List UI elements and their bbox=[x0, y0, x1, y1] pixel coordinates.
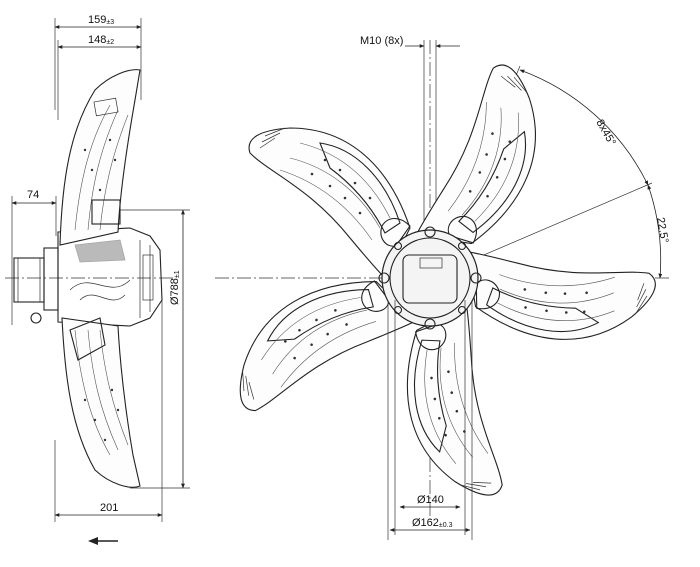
side-view: 159±3 148±2 74 Ø788±1 201 bbox=[5, 14, 190, 545]
side-rivets bbox=[83, 138, 120, 442]
dimension-140: Ø140 bbox=[394, 300, 466, 535]
side-blade-upper bbox=[59, 69, 141, 246]
angle-8x45-label: 8x45° bbox=[593, 118, 618, 148]
dimension-74: 74 bbox=[11, 189, 57, 325]
dim-162-label: Ø162±0.3 bbox=[412, 517, 453, 529]
dimension-201: 201 bbox=[54, 300, 163, 522]
blade bbox=[248, 127, 411, 279]
dimension-162: Ø162±0.3 bbox=[387, 300, 473, 540]
dimension-788: Ø788±1 bbox=[120, 209, 190, 489]
side-blade-lower bbox=[61, 317, 141, 488]
dim-201-label: 201 bbox=[100, 502, 118, 514]
dim-159-label: 159±3 bbox=[88, 14, 114, 26]
motor-shaft bbox=[13, 247, 59, 324]
angle-22-5-label: 22.5° bbox=[654, 216, 670, 244]
dim-140-label: Ø140 bbox=[417, 494, 444, 506]
dim-74-label: 74 bbox=[27, 189, 39, 201]
fan-hub bbox=[378, 226, 482, 330]
thread-callout: M10 (8x) bbox=[360, 35, 460, 230]
dimension-148: 148±2 bbox=[57, 34, 142, 120]
arrow-left-icon bbox=[88, 537, 118, 545]
fan-blades bbox=[230, 59, 666, 507]
front-view: M10 (8x) 8x45° 22.5° bbox=[215, 35, 670, 540]
motor-body bbox=[57, 227, 163, 327]
thread-label: M10 (8x) bbox=[360, 35, 403, 47]
dim-148-label: 148±2 bbox=[88, 34, 114, 46]
dim-788-label: Ø788±1 bbox=[169, 270, 181, 305]
dimension-159: 159±3 bbox=[54, 14, 142, 110]
